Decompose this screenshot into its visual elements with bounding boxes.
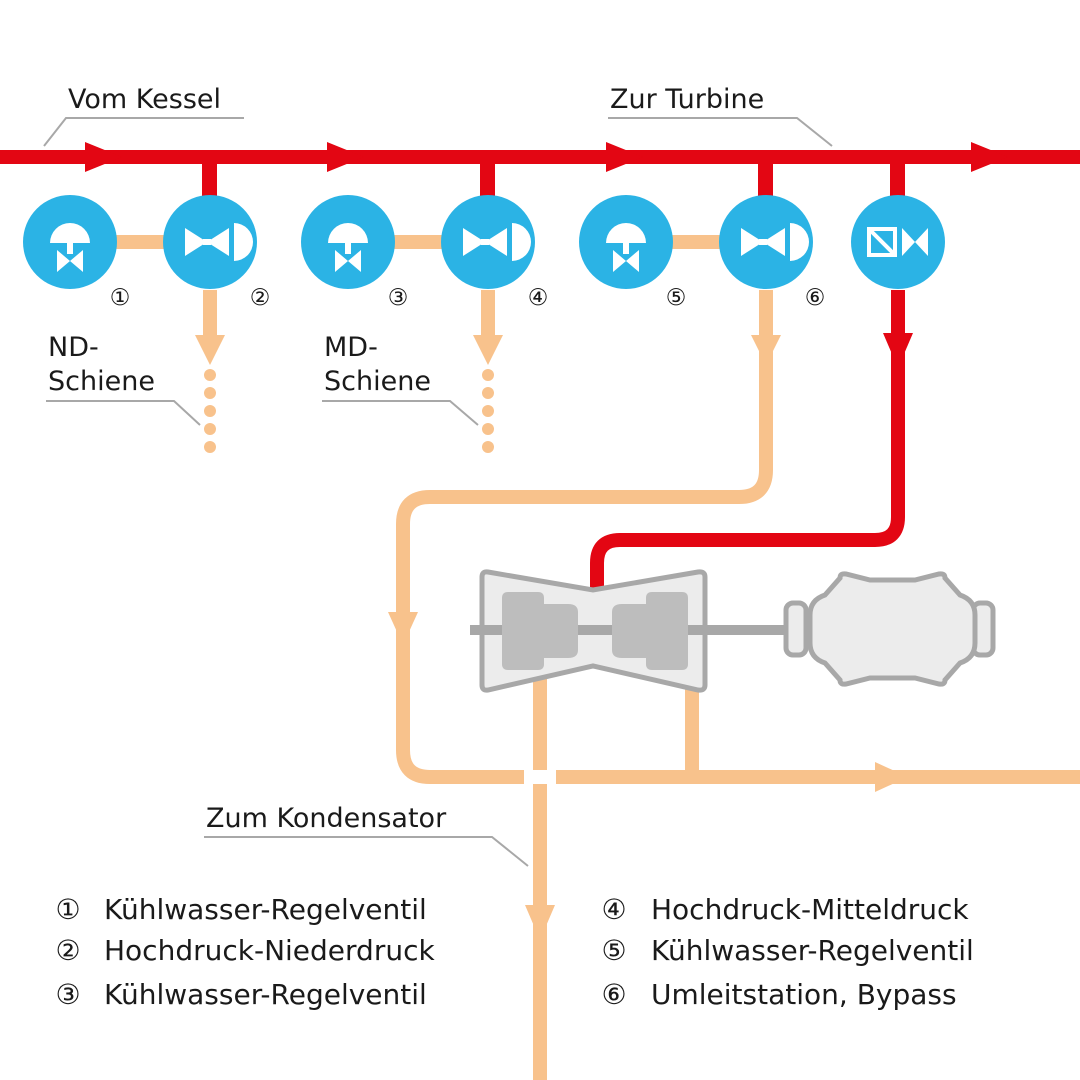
legend-number: ③ [55, 978, 80, 1011]
legend-text: Kühlwasser-Regelventil [651, 934, 974, 967]
turbine [470, 569, 790, 693]
steam-drops [202, 160, 905, 198]
legend-number: ① [55, 893, 80, 926]
arrow-right-icon [875, 762, 908, 792]
steam-main-line [0, 142, 1080, 172]
valve-number-1: ① [110, 285, 131, 311]
legend-item: ② Hochdruck-Niederdruck [55, 934, 435, 967]
condenser-line [524, 670, 556, 1080]
arrow-down-icon [388, 612, 418, 645]
legend-text: Kühlwasser-Regelventil [104, 893, 427, 926]
valve-number-6: ⑥ [805, 285, 826, 311]
bypass-valve [851, 195, 945, 289]
lp-rail-label-line2: Schiene [48, 366, 155, 397]
cooling-water-line [388, 290, 1080, 792]
arrow-down-icon [751, 335, 781, 365]
arrow-down-icon [473, 335, 503, 365]
valve-number-5: ⑤ [666, 285, 687, 311]
valve-3 [301, 195, 395, 289]
to-condenser-label: Zum Kondensator [206, 803, 447, 834]
lp-rail-label-line1: ND- [48, 332, 99, 363]
arrow-right-icon [971, 142, 1008, 172]
label-to-condenser: Zum Kondensator [204, 803, 529, 867]
legend-item: ① Kühlwasser-Regelventil [55, 893, 426, 926]
valve-6 [719, 195, 813, 289]
lp-rail-outlet [195, 290, 225, 453]
valve-4 [441, 195, 535, 289]
valve-number-2: ② [250, 285, 271, 311]
valve-number-3: ③ [388, 285, 409, 311]
label-from-boiler: Vom Kessel [43, 84, 244, 147]
arrow-right-icon [85, 142, 122, 172]
arrow-right-icon [606, 142, 643, 172]
legend-number: ④ [601, 893, 626, 926]
label-to-turbine: Zur Turbine [608, 84, 833, 147]
legend-number: ⑤ [601, 934, 626, 967]
legend-item: ③ Kühlwasser-Regelventil [55, 978, 426, 1011]
cooling-water-links [115, 235, 726, 249]
legend-item: ⑤ Kühlwasser-Regelventil [601, 934, 973, 967]
arrow-down-icon [883, 333, 913, 368]
generator [783, 571, 996, 687]
arrow-down-icon [195, 335, 225, 365]
legend-text: Hochdruck-Mitteldruck [651, 893, 969, 926]
valve-circle [851, 195, 945, 289]
generator-body [807, 571, 978, 687]
valve-2 [163, 195, 257, 289]
legend-text: Hochdruck-Niederdruck [104, 934, 435, 967]
mp-rail-label-line2: Schiene [324, 366, 431, 397]
valve-number-4: ④ [528, 285, 549, 311]
arrow-right-icon [327, 142, 364, 172]
bypass-valve-icon [867, 227, 928, 257]
from-boiler-label: Vom Kessel [68, 84, 221, 115]
valve-1 [23, 195, 117, 289]
legend-text: Kühlwasser-Regelventil [104, 978, 427, 1011]
label-lp-rail: ND- Schiene [46, 332, 201, 426]
legend-item: ④ Hochdruck-Mitteldruck [601, 893, 969, 926]
legend: ① Kühlwasser-Regelventil ② Hochdruck-Nie… [55, 893, 973, 1011]
mp-rail-outlet [473, 290, 503, 453]
turbine-rotor-right [612, 592, 688, 670]
valve-number-badges: ① ② ③ ④ ⑤ ⑥ [110, 285, 826, 311]
mp-rail-label-line1: MD- [324, 332, 378, 363]
arrow-down-icon [525, 905, 555, 940]
turbine-rotor-left [502, 592, 578, 670]
valve-5 [579, 195, 673, 289]
legend-number: ② [55, 934, 80, 967]
legend-item: ⑥ Umleitstation, Bypass [601, 978, 956, 1011]
to-turbine-label: Zur Turbine [610, 84, 764, 115]
bypass-steam-line [590, 290, 913, 603]
legend-text: Umleitstation, Bypass [651, 978, 957, 1011]
legend-number: ⑥ [601, 978, 626, 1011]
label-mp-rail: MD- Schiene [322, 332, 479, 426]
